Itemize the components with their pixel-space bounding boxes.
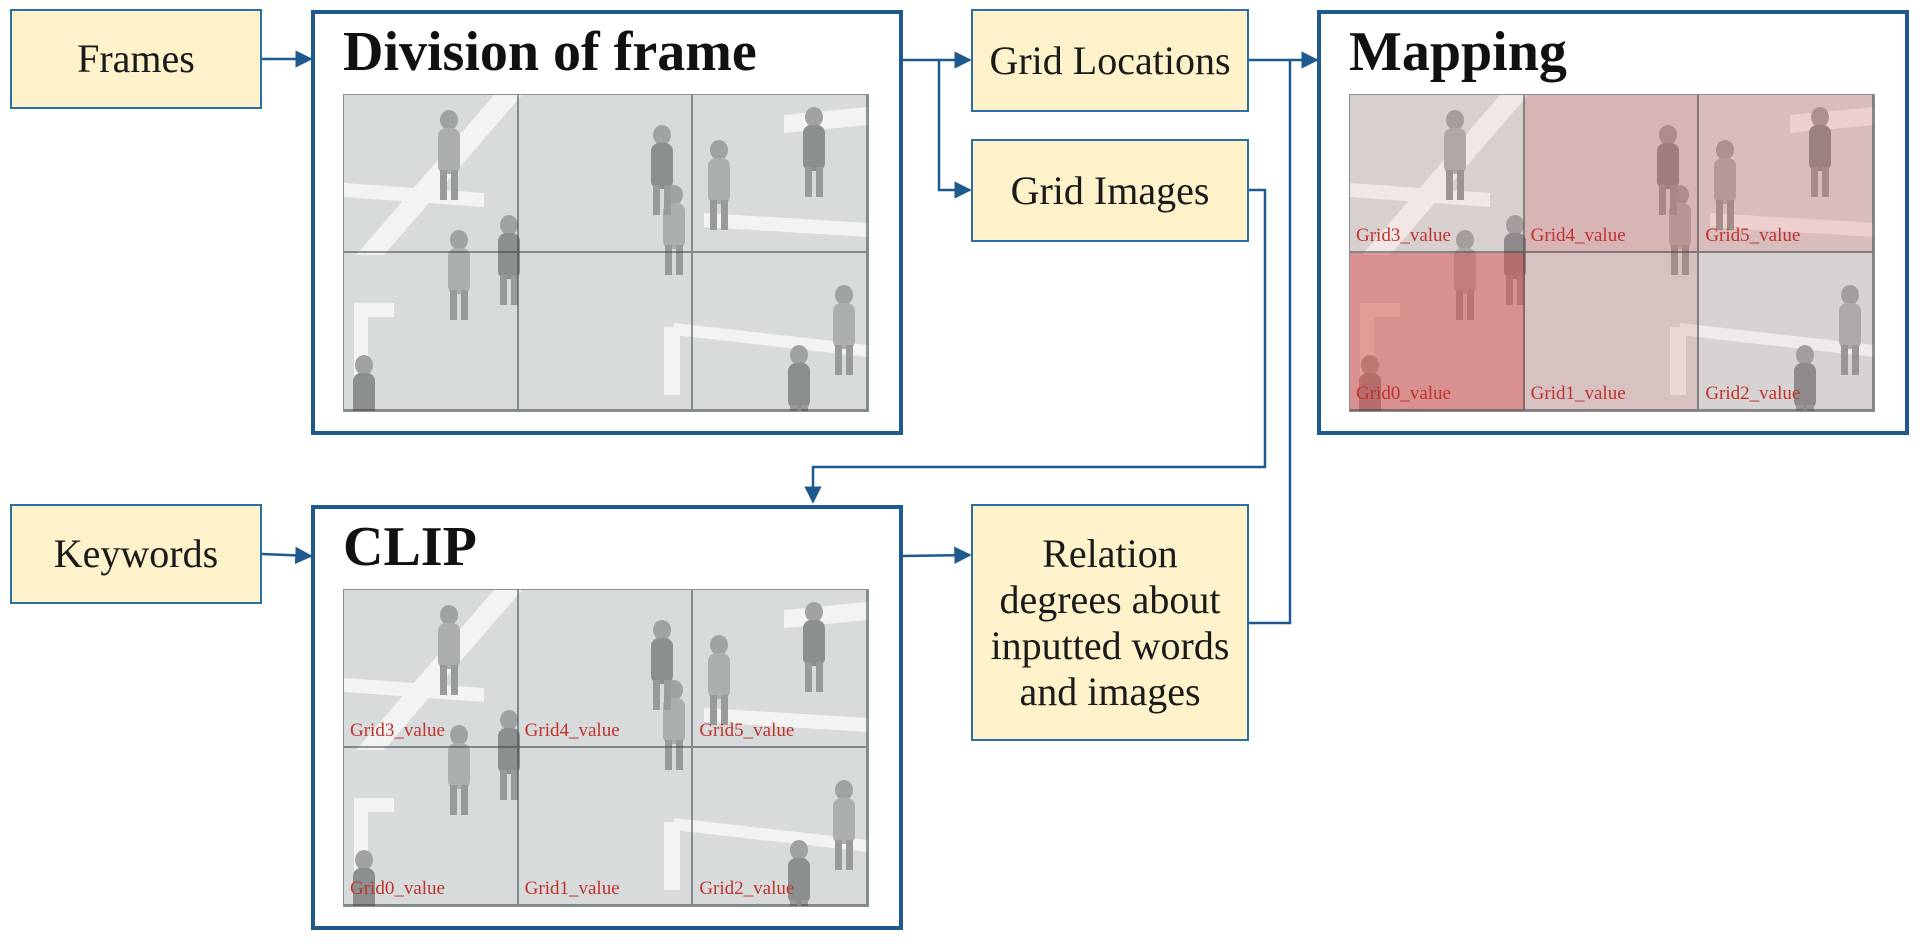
grid-cell: Grid5_value <box>693 590 868 748</box>
clip-title: CLIP <box>343 516 477 578</box>
grid-images-label: Grid Images <box>1010 167 1210 213</box>
grid-cell <box>518 95 694 253</box>
street-scene <box>344 95 868 411</box>
grid-cell: Grid0_value <box>344 748 519 906</box>
grid-cell: Grid4_value <box>1524 95 1700 253</box>
grid-cell-label: Grid2_value <box>699 878 795 899</box>
grid-cell-label: Grid5_value <box>1705 225 1801 246</box>
grid-locations-label: Grid Locations <box>989 37 1231 83</box>
grid-cell-label: Grid1_value <box>1530 383 1626 404</box>
grid-cell-label: Grid3_value <box>1356 225 1451 246</box>
grid-cell-label: Grid4_value <box>524 720 620 741</box>
division-panel: Division of frame <box>311 10 903 435</box>
grid-cell: Grid0_value <box>1350 253 1525 411</box>
grid-cell-label: Grid0_value <box>1356 383 1451 404</box>
division-grid-image <box>343 94 869 412</box>
grid-cell-label: Grid2_value <box>1705 383 1801 404</box>
grid-cell: Grid2_value <box>1699 253 1874 411</box>
grid-cell: Grid3_value <box>1350 95 1525 253</box>
arrow-clip-to-relation <box>902 546 972 564</box>
grid-cell: Grid5_value <box>1699 95 1874 253</box>
keywords-label: Keywords <box>53 531 219 576</box>
grid-cell-label: Grid5_value <box>699 720 795 741</box>
grid-cell-label: Grid1_value <box>524 878 620 899</box>
grid-images-box: Grid Images <box>971 139 1249 242</box>
arrow-division-to-grid-images <box>937 60 972 199</box>
grid-cell <box>693 95 868 253</box>
grid-cell <box>693 253 868 411</box>
mapping-panel: Mapping Grid3_value Grid4_value Grid5_valu… <box>1317 10 1909 435</box>
frames-label: Frames <box>77 36 195 81</box>
grid-cell: Grid1_value <box>518 748 694 906</box>
division-title: Division of frame <box>343 21 757 83</box>
grid-locations-box: Grid Locations <box>971 9 1249 112</box>
grid-cell: Grid2_value <box>693 748 868 906</box>
grid-cell <box>344 95 519 253</box>
grid-cell: Grid3_value <box>344 590 519 748</box>
street-scene <box>344 590 868 906</box>
relation-box: Relation degrees about inputted words an… <box>971 504 1249 741</box>
mapping-title: Mapping <box>1349 21 1567 83</box>
relation-label: Relation degrees about inputted words an… <box>990 530 1230 714</box>
grid-cell <box>518 253 694 411</box>
grid-cell: Grid4_value <box>518 590 694 748</box>
grid-cell <box>344 253 519 411</box>
arrow-relation-to-mapping <box>1249 60 1292 625</box>
street-scene <box>1350 95 1874 411</box>
arrow-keywords-to-clip <box>261 546 313 565</box>
grid-cell-label: Grid0_value <box>350 878 445 899</box>
grid-cell-label: Grid4_value <box>1530 225 1626 246</box>
frames-box: Frames <box>10 9 262 109</box>
grid-cell: Grid1_value <box>1524 253 1700 411</box>
grid-cell-label: Grid3_value <box>350 720 445 741</box>
keywords-box: Keywords <box>10 504 262 604</box>
